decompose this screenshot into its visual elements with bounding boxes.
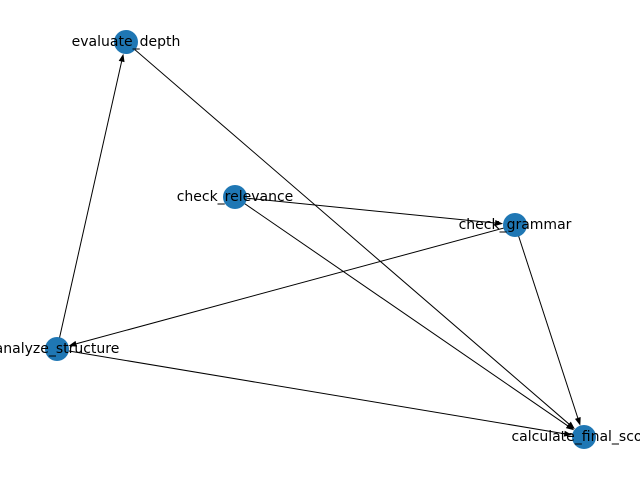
arrowhead-check_grammar-to-calculate_final_score: [574, 417, 581, 426]
edges-layer: [56, 41, 581, 437]
edge-evaluate_depth-to-calculate_final_score: [125, 41, 570, 425]
node-label-check_grammar: check_grammar: [459, 217, 572, 233]
labels-layer: evaluate_depth check_relevance check_gramm…: [0, 34, 640, 445]
edge-check_relevance-to-check_grammar: [234, 196, 496, 224]
edge-check_grammar-to-calculate_final_score: [514, 224, 579, 419]
arrowhead-evaluate_depth-to-calculate_final_score: [566, 421, 575, 430]
node-label-check_relevance: check_relevance: [177, 189, 294, 205]
node-label-analyze_structure: analyze_structure: [0, 341, 119, 357]
edge-check_relevance-to-calculate_final_score: [234, 196, 568, 427]
arrowhead-check_grammar-to-analyze_structure: [68, 340, 78, 347]
node-calculate_final_score: [572, 425, 596, 449]
node-evaluate_depth: [114, 30, 138, 54]
edge-analyze_structure-to-evaluate_depth: [56, 61, 123, 350]
nodes-layer: [45, 30, 596, 449]
node-check_relevance: [223, 185, 247, 209]
node-analyze_structure: [45, 337, 69, 361]
arrowhead-analyze_structure-to-calculate_final_score: [563, 430, 573, 437]
node-check_grammar: [503, 213, 527, 237]
node-label-calculate_final_score: calculate_final_score: [511, 429, 640, 445]
arrowhead-analyze_structure-to-evaluate_depth: [118, 53, 125, 63]
arrowhead-check_relevance-to-check_grammar: [494, 220, 504, 226]
node-label-evaluate_depth: evaluate_depth: [72, 34, 181, 50]
edge-analyze_structure-to-calculate_final_score: [56, 348, 565, 435]
edge-check_grammar-to-analyze_structure: [76, 224, 516, 345]
